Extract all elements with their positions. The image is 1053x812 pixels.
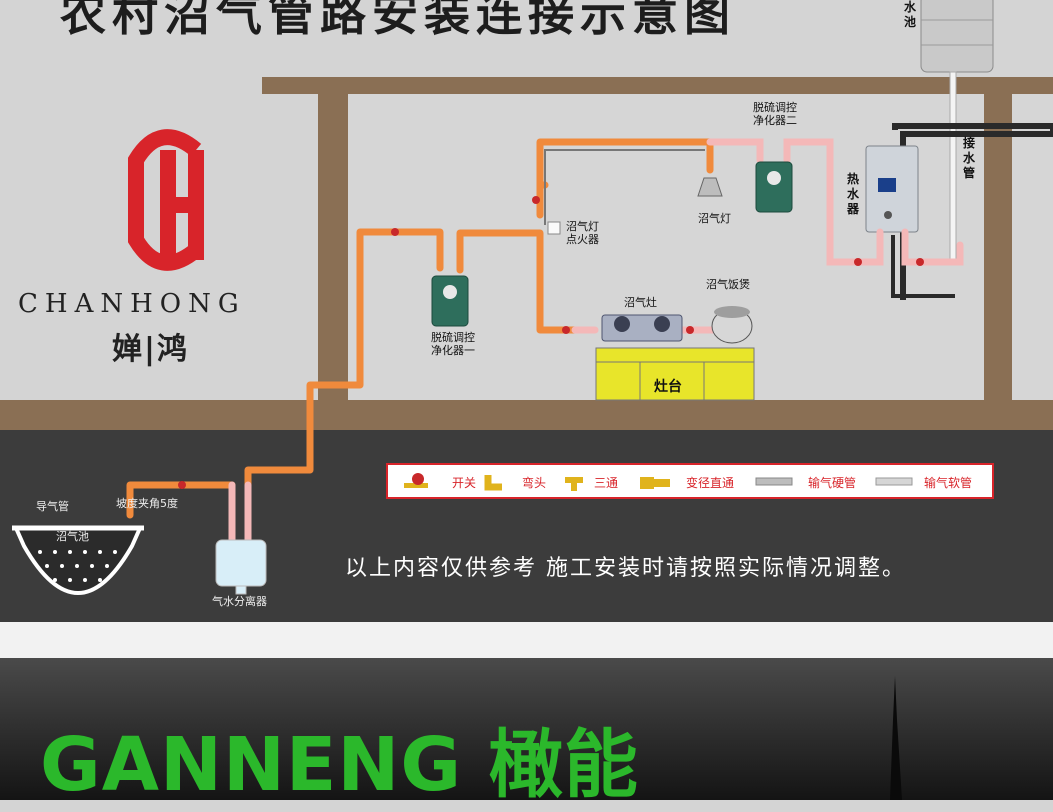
wall-right	[984, 94, 1012, 404]
water-tank	[920, 0, 994, 73]
igniter-device	[547, 221, 561, 235]
disclaimer-note: 以上内容仅供参考 施工安装时请按照实际情况调整。	[345, 556, 906, 581]
legend-soft-pipe: 输气软管	[924, 476, 973, 490]
wall-left-inner	[262, 77, 318, 93]
label-water-pipe: 接水管	[962, 136, 975, 180]
legend-elbow: 弯头	[522, 476, 547, 490]
soil-strip	[0, 400, 1053, 430]
bottom-banner	[0, 658, 1053, 800]
brand-chinese: 婵|鸿	[112, 332, 189, 367]
gas-stove-device	[601, 314, 683, 342]
stove-counter-top	[595, 347, 755, 363]
stove-counter-body	[595, 361, 755, 401]
biogas-lamp-device	[697, 177, 723, 197]
separator-device	[215, 539, 267, 587]
purifier-two-device	[755, 161, 793, 213]
legend-hard-pipe: 输气硬管	[808, 476, 857, 490]
switch-icon	[404, 473, 428, 488]
brand-logo	[128, 129, 204, 271]
legend-switch: 开关	[452, 476, 477, 490]
brand-english: CHANHONG	[18, 289, 246, 319]
valve-icon	[391, 228, 399, 236]
label-slope: 坡度夹角5度	[116, 497, 178, 510]
label-guide-pipe: 导气管	[36, 500, 69, 513]
legend-box: 开关 弯头 三通 变径直通 输气硬管 输气软管	[386, 463, 994, 499]
hard-pipe-icon	[755, 477, 793, 486]
page-title: 农村沼气管路安装连接示意图	[60, 0, 736, 41]
label-lamp-igniter: 沼气灯点火器	[566, 220, 599, 246]
tower-silhouette	[890, 676, 902, 800]
label-water-heater: 热水器	[846, 172, 859, 216]
label-water-tank: 水池	[903, 0, 916, 29]
wall-left	[318, 94, 348, 404]
label-separator: 气水分离器	[212, 595, 267, 608]
label-purifier-two: 脱硫调控净化器二	[753, 101, 797, 127]
label-rice-cooker: 沼气饭煲	[706, 278, 750, 291]
elbow-icon	[484, 475, 502, 491]
label-stove-counter: 灶台	[654, 379, 682, 395]
soft-pipe-icon	[875, 477, 913, 486]
tee-icon	[565, 477, 583, 491]
label-biogas-stove: 沼气灶	[624, 296, 657, 309]
digester-tank	[12, 526, 144, 595]
label-purifier-one: 脱硫调控净化器一	[431, 331, 475, 357]
legend-tee: 三通	[594, 476, 619, 490]
label-digester: 沼气池	[56, 530, 89, 543]
main-gas-pipe	[244, 228, 444, 489]
bottom-brand-title: GANNENG 橄能	[40, 722, 639, 808]
legend-reducer: 变径直通	[686, 476, 735, 490]
ground-band	[0, 428, 1053, 622]
purifier-one-device	[431, 275, 469, 327]
roof-beam	[262, 77, 1053, 94]
label-biogas-lamp: 沼气灯	[698, 212, 731, 225]
reducer-icon	[640, 477, 670, 489]
